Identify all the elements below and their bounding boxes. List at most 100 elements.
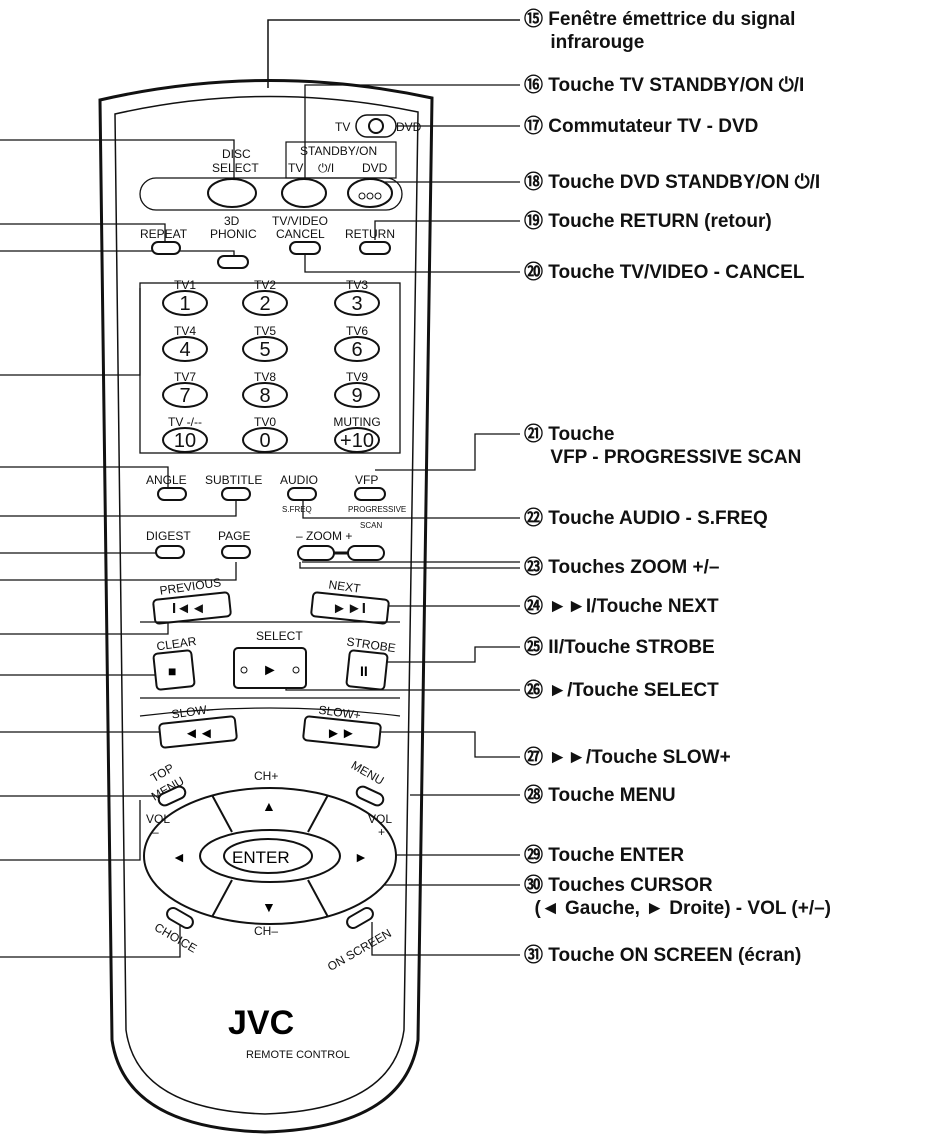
keypad-top-label: TV8 <box>254 370 276 384</box>
cursor-down-icon[interactable]: ▼ <box>262 899 276 915</box>
clear-button[interactable] <box>152 649 196 691</box>
disc-select-button[interactable] <box>207 178 257 208</box>
top-menu-button[interactable] <box>157 785 187 808</box>
keypad-button[interactable] <box>242 427 288 453</box>
return-button[interactable] <box>359 241 391 255</box>
keypad-button[interactable] <box>334 290 380 316</box>
callout-29: ㉙ Touche ENTER <box>524 845 685 866</box>
leader-lines <box>0 19 520 958</box>
callout-31: ㉛ Touche ON SCREEN (écran) <box>524 945 802 966</box>
scan-label: SCAN <box>360 521 382 530</box>
power-symbol-label: ⏻/I <box>318 161 334 175</box>
3d-label: 3D <box>224 214 240 228</box>
cursor-left-icon[interactable]: ◄ <box>172 849 186 865</box>
cursor-pad: ▲ ▼ ◄ ► ENTER <box>143 787 397 925</box>
select-center-label: SELECT <box>256 629 303 643</box>
choice-button[interactable] <box>165 906 195 930</box>
strobe-button[interactable] <box>345 649 389 691</box>
subtitle-label: SUBTITLE <box>205 473 262 487</box>
keypad-top-label: TV4 <box>174 324 196 338</box>
vol-left-label: VOL <box>146 812 170 826</box>
keypad-top-label: TV7 <box>174 370 196 384</box>
vfp-button[interactable] <box>354 487 386 501</box>
callout-23: ㉓ Touches ZOOM +/– <box>524 557 720 578</box>
keypad-button[interactable] <box>162 382 208 408</box>
slow-plus-icon: ►► <box>326 725 356 742</box>
angle-button[interactable] <box>157 487 187 501</box>
page-button[interactable] <box>221 545 251 559</box>
tv-video-label: TV/VIDEO <box>272 214 328 228</box>
keypad-top-label: TV1 <box>174 278 196 292</box>
slow-minus-button[interactable] <box>158 715 238 749</box>
cancel-label: CANCEL <box>276 227 325 241</box>
select-play-button[interactable] <box>233 647 307 689</box>
slow-minus-icon: ◄◄ <box>184 725 214 742</box>
pause-icon: II <box>360 663 368 679</box>
keypad-label: 0 <box>259 430 270 452</box>
page-label: PAGE <box>218 529 250 543</box>
keypad-label: 7 <box>179 385 190 407</box>
menu-button[interactable] <box>355 785 385 808</box>
callout-20: ⑳ Touche TV/VIDEO - CANCEL <box>524 262 805 283</box>
callout-18: ⑱ Touche DVD STANDBY/ON ⏻/I <box>524 172 821 193</box>
next-button[interactable] <box>310 591 390 625</box>
keypad-button[interactable] <box>162 336 208 362</box>
zoom-label: – ZOOM + <box>296 529 352 543</box>
enter-button[interactable] <box>223 838 313 874</box>
tv-standby-button[interactable] <box>281 178 327 208</box>
digest-button[interactable] <box>155 545 185 559</box>
repeat-button[interactable] <box>151 241 181 255</box>
tv-dvd-switch[interactable]: TV DVD <box>335 114 422 138</box>
cursor-right-icon[interactable]: ► <box>354 849 368 865</box>
enter-label: ENTER <box>232 848 290 867</box>
keypad-button[interactable] <box>334 382 380 408</box>
subtitle-button[interactable] <box>221 487 251 501</box>
keypad-button[interactable] <box>334 427 380 453</box>
keypad-label: +10 <box>340 430 374 452</box>
phonic-label: PHONIC <box>210 227 257 241</box>
keypad-button[interactable] <box>242 382 288 408</box>
next-icon: ►►I <box>332 600 366 617</box>
dvd-label: DVD <box>362 161 388 175</box>
tv-video-cancel-button[interactable] <box>289 241 321 255</box>
slow-plus-button[interactable] <box>302 715 382 749</box>
callout-28: ㉘ Touche MENU <box>524 785 676 806</box>
keypad-button[interactable] <box>334 336 380 362</box>
keypad-button[interactable] <box>162 427 208 453</box>
callout-27: ㉗ ►►/Touche SLOW+ <box>524 747 731 768</box>
ch-minus-label: CH– <box>254 924 278 938</box>
keypad-top-label: TV -/-- <box>168 415 202 429</box>
previous-button[interactable] <box>152 591 232 625</box>
3d-phonic-button[interactable] <box>217 255 249 269</box>
tv-label: TV <box>288 161 303 175</box>
previous-icon: I◄◄ <box>172 600 206 617</box>
vfp-label: VFP <box>355 473 378 487</box>
s-freq-label: S.FREQ <box>282 505 312 514</box>
keypad-button[interactable] <box>242 290 288 316</box>
on-screen-button[interactable] <box>345 906 375 930</box>
keypad-button[interactable] <box>162 290 208 316</box>
keypad-label: 5 <box>259 339 270 361</box>
keypad-label: 3 <box>351 293 362 315</box>
zoom-plus-button[interactable] <box>347 545 385 561</box>
vol-plus-label: + <box>378 825 385 839</box>
keypad-top-label: TV0 <box>254 415 276 429</box>
callout-15: ⑮ Fenêtre émettrice du signal infrarouge <box>524 9 796 53</box>
callout-19: ⑲ Touche RETURN (retour) <box>524 211 772 232</box>
next-label: NEXT <box>328 577 362 595</box>
play-icon: ► <box>262 662 278 679</box>
keypad-button[interactable] <box>242 336 288 362</box>
callout-25: ㉕ II/Touche STROBE <box>524 637 715 658</box>
zoom-minus-button[interactable] <box>297 545 335 561</box>
cursor-up-icon[interactable]: ▲ <box>262 798 276 814</box>
keypad-top-label: MUTING <box>333 415 380 429</box>
audio-button[interactable] <box>287 487 317 501</box>
digest-label: DIGEST <box>146 529 191 543</box>
select-label: SELECT <box>212 161 259 175</box>
repeat-label: REPEAT <box>140 227 188 241</box>
remote-control-label: REMOTE CONTROL <box>246 1049 350 1061</box>
callout-26: ㉖ ►/Touche SELECT <box>524 680 719 701</box>
clear-label: CLEAR <box>156 634 198 653</box>
